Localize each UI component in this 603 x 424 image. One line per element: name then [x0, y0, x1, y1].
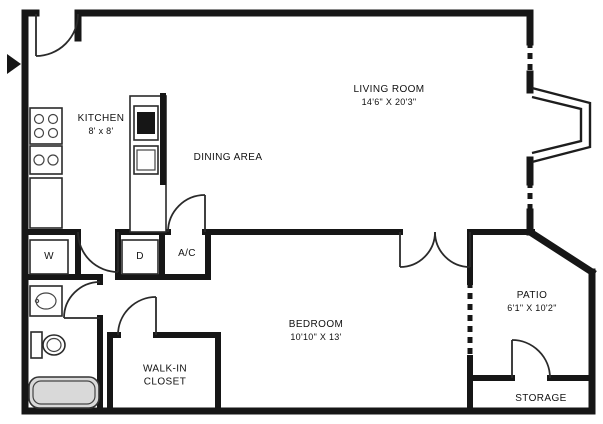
kitchen-label: KITCHEN 8' x 8'	[78, 113, 125, 137]
ac-label: A/C	[178, 248, 196, 261]
bedroom-label: BEDROOM 10'10" X 13'	[289, 319, 343, 343]
patio-label: PATIO 6'1" X 10'2"	[507, 290, 556, 314]
exterior-walls	[21, 9, 597, 415]
hall-door	[77, 231, 119, 273]
living-label: LIVING ROOM 14'6" X 20'3"	[353, 84, 424, 108]
entry-door	[35, 13, 79, 57]
closet-name-line1: WALK-IN	[142, 363, 188, 375]
washer-box	[29, 239, 69, 275]
living-dims: 14'6" X 20'3"	[361, 96, 417, 107]
patio-dims: 6'1" X 10'2"	[507, 302, 557, 313]
refrigerator	[29, 177, 63, 229]
bedroom-name: BEDROOM	[288, 319, 344, 331]
living-name: LIVING ROOM	[353, 84, 425, 96]
ac-closet-door	[167, 194, 206, 233]
bathtub	[28, 376, 100, 409]
closet-name-line2: CLOSET	[143, 376, 187, 387]
dryer-letter: D	[136, 250, 144, 262]
washer-letter: W	[44, 250, 54, 262]
kitchen-name: KITCHEN	[77, 113, 125, 125]
walkin-closet-label: WALK-IN CLOSET	[143, 364, 187, 389]
washer-label: W	[44, 251, 54, 264]
bedroom-double-door	[399, 231, 471, 268]
oven-column	[129, 93, 167, 233]
bathroom-door	[63, 281, 101, 319]
bathroom-sink	[29, 285, 63, 317]
bay-window	[531, 86, 592, 164]
dining-label: DINING AREA	[194, 152, 263, 165]
storage-label: STORAGE	[515, 393, 567, 406]
dryer-box	[121, 239, 159, 275]
dining-name: DINING AREA	[193, 151, 263, 163]
stove	[29, 107, 63, 145]
bedroom-dims: 10'10" X 13'	[290, 331, 342, 342]
patio-name: PATIO	[516, 290, 548, 302]
entry-marker-icon	[7, 54, 21, 74]
interior-walls	[22, 229, 595, 414]
ac-text: A/C	[178, 247, 196, 259]
kitchen-dims: 8' x 8'	[88, 125, 114, 136]
dryer-label: D	[136, 251, 144, 264]
kitchen-sink	[29, 145, 63, 175]
closet-door	[117, 296, 157, 336]
toilet	[30, 331, 66, 359]
storage-name: STORAGE	[515, 392, 567, 404]
storage-door	[511, 339, 551, 379]
